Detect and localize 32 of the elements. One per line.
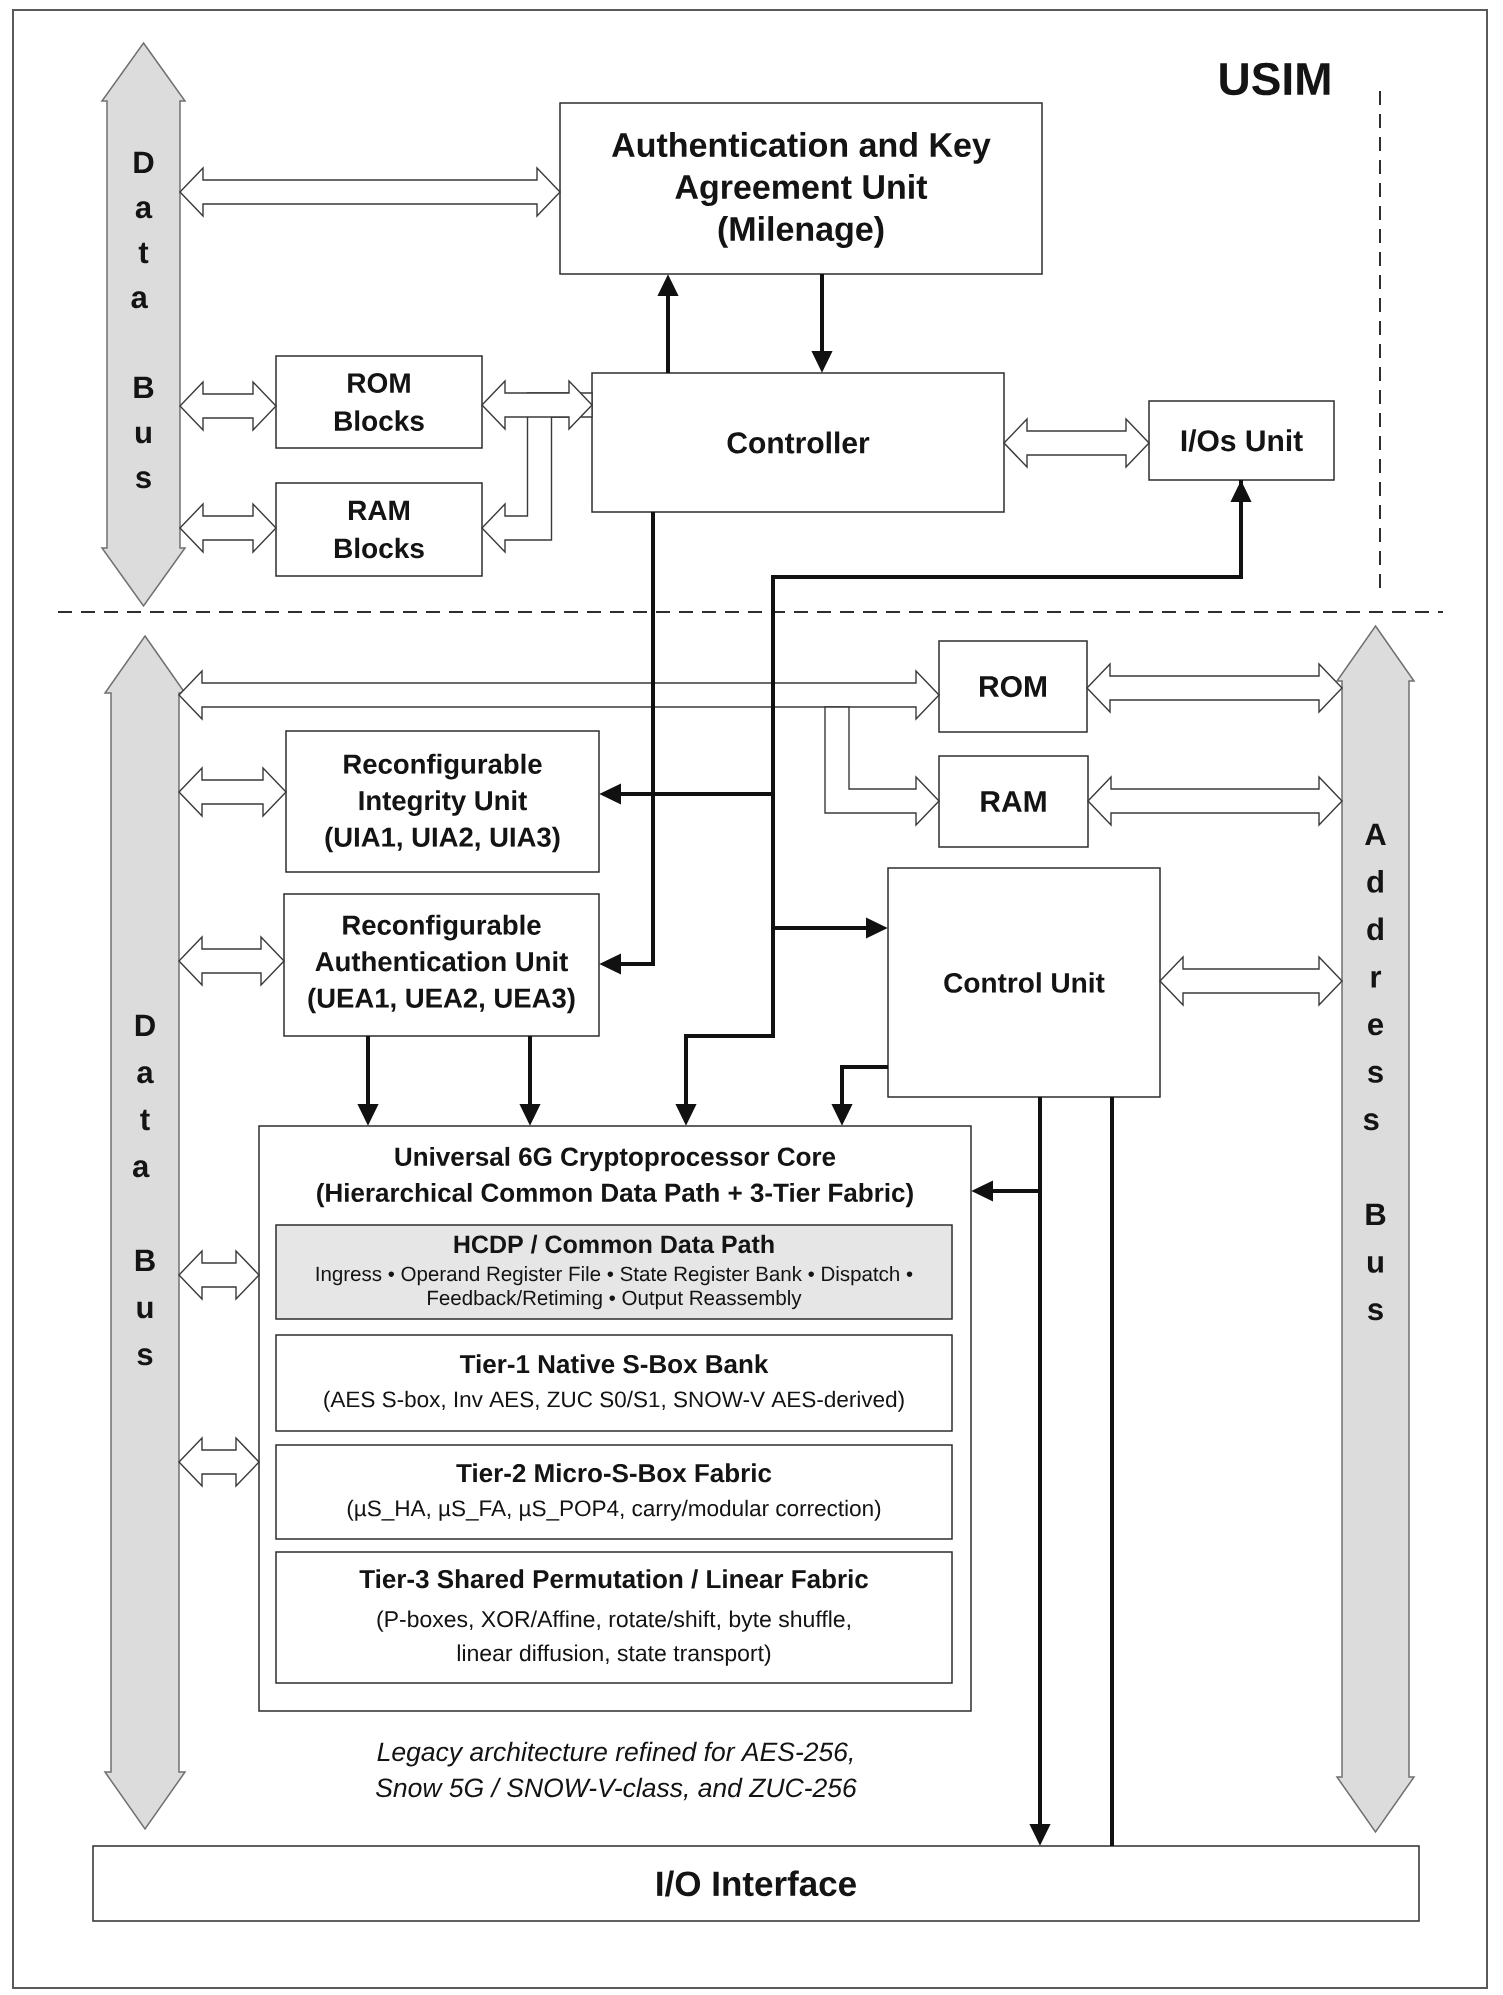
layer-box: Tier-3 Shared Permutation / Linear Fabric (P-boxes, XOR/Affine, rotate/shift, byte shuffle, linear diffusion, state transport) [275,1551,953,1684]
hollow-double-arrow [178,1436,260,1488]
connector-line [1110,1097,1114,1846]
hollow-arrow [824,706,940,827]
note-text: Legacy architecture refined for AES-256, Snow 5G / SNOW-V-class, and ZUC-256 [375,1741,857,1801]
layer-box: Tier-1 Native S-Box Bank (AES S-box, Inv AES, ZUC S0/S1, SNOW-V AES-derived) [275,1334,953,1432]
hollow-double-arrow [178,1249,260,1301]
memory-box: RAM [938,755,1089,848]
hollow-double-arrow [179,166,561,218]
hollow-double-arrow [1159,955,1343,1007]
unit-box: Authentication and Key Agreement Unit (Milenage) [559,102,1043,275]
layer-box: HCDP / Common Data Path Ingress • Operand Register File • State Register Bank • Dispatch • Feedback/Retiming • Output Reassembly [275,1224,953,1320]
hollow-double-arrow [178,766,287,818]
layer-box: Tier-2 Micro-S-Box Fabric (µS_HA, µS_FA, µS_POP4, carry/modular correction) [275,1444,953,1540]
hollow-double-arrow [178,669,940,721]
memory-box: RAM Blocks [275,482,483,577]
unit-box: Control Unit [887,867,1161,1098]
hollow-double-arrow [178,935,285,987]
hollow-double-arrow [179,502,277,554]
unit-box: Reconfigurable Authentication Unit (UEA1, UEA2, UEA3) [283,893,600,1037]
unit-box: I/Os Unit [1148,400,1335,481]
hollow-double-arrow [1087,775,1343,827]
memory-box: ROM Blocks [275,355,483,449]
hollow-double-arrow [1003,417,1150,469]
controller-box: Controller [591,372,1005,513]
memory-box: ROM [938,640,1088,733]
hollow-double-arrow [481,379,593,431]
region-title: USIM [1220,62,1330,96]
hollow-double-arrow [1086,662,1343,714]
interface-bar: I/O Interface [92,1845,1420,1922]
hollow-double-arrow [179,380,277,432]
unit-box: Reconfigurable Integrity Unit (UIA1, UIA2, UIA3) [285,730,600,873]
